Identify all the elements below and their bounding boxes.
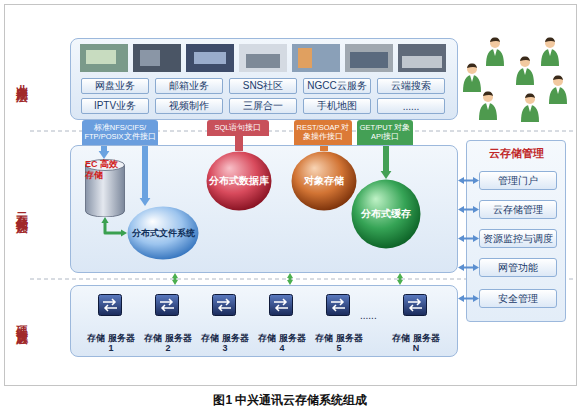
node-text: SQL语句接口 xyxy=(214,124,261,133)
service-button: 三屏合一 xyxy=(229,98,297,114)
service-button: SNS社区 xyxy=(229,78,297,94)
component-sphere: 分布式缓存 xyxy=(351,179,421,249)
arrow-head xyxy=(458,295,464,302)
user-group xyxy=(463,37,567,122)
server-node: 存储 服务器N xyxy=(391,293,441,353)
node-text: ...... xyxy=(403,101,420,112)
management-item: 安全管理 xyxy=(479,289,557,308)
server-node: 存储 服务器3 xyxy=(200,293,250,353)
sphere-body xyxy=(207,152,272,211)
node-text: 云存储管理 xyxy=(493,203,543,217)
component-sphere: 分布式数据库 xyxy=(206,151,272,211)
user-icon xyxy=(549,75,567,104)
node-text: 手机地图 xyxy=(317,99,357,113)
node-text: 视频制作 xyxy=(169,99,209,113)
panel-heading: 云存储管理 xyxy=(467,146,565,161)
server-node: 存储 服务器1 xyxy=(86,293,136,353)
sphere-body xyxy=(128,207,199,260)
node-text: 分布式文件系统 xyxy=(132,228,195,238)
service-button: 邮箱业务 xyxy=(155,78,223,94)
interface-tab: SQL语句接口 xyxy=(207,120,269,136)
component-sphere: 对象存储 xyxy=(291,151,357,211)
server-node: 存储 服务器4 xyxy=(257,293,307,353)
service-button: NGCC云服务 xyxy=(303,78,371,94)
arrow-head xyxy=(458,206,464,213)
node-text: EC 高效存储 xyxy=(85,159,125,181)
node-text: IPTV业务 xyxy=(94,99,136,113)
service-button: 网盘业务 xyxy=(81,78,149,94)
arrow-head xyxy=(287,273,293,278)
storage-cylinder: EC 高效存储 xyxy=(85,159,125,217)
node-text: 分布式缓存 xyxy=(361,209,411,220)
sphere-body xyxy=(292,152,357,211)
interface-tab: REST/SOAP 对象操作接口 xyxy=(294,120,352,146)
node-text: SNS社区 xyxy=(243,79,284,93)
user-icon xyxy=(463,63,481,92)
connector-line xyxy=(174,277,177,281)
node-text: GET/PUT 对象API接口 xyxy=(357,124,413,141)
node-text: 标准NFS/CIFS/ FTP/POSIX文件接口 xyxy=(82,124,158,141)
node-text: 存储 服务器2 xyxy=(143,333,193,353)
service-button: 手机地图 xyxy=(303,98,371,114)
interface-tab: 标准NFS/CIFS/ FTP/POSIX文件接口 xyxy=(82,120,158,146)
node-text: 存储 服务器5 xyxy=(314,333,364,353)
node-text: 资源监控与调度 xyxy=(483,232,553,246)
arrow-head xyxy=(458,235,464,242)
node-text: 云端搜索 xyxy=(391,79,431,93)
arrow-head xyxy=(397,273,403,278)
layer-label: 业务应用层 xyxy=(13,74,30,84)
component-disc: 分布式文件系统 xyxy=(127,206,199,260)
service-button: 视频制作 xyxy=(155,98,223,114)
node-text: 三屏合一 xyxy=(243,99,283,113)
layer-label: 硬件资源层 xyxy=(13,316,30,326)
arrow-head xyxy=(458,177,464,184)
management-item: 云存储管理 xyxy=(479,200,557,219)
sphere-body xyxy=(352,180,421,249)
outer-frame xyxy=(5,5,577,386)
node-text: 对象存储 xyxy=(304,176,344,187)
interface-tab: GET/PUT 对象API接口 xyxy=(357,120,413,146)
node-text: 存储 服务器1 xyxy=(86,333,136,353)
figure-caption: 图1 中兴通讯云存储系统组成 xyxy=(0,392,581,409)
node-text: NGCC云服务 xyxy=(307,79,366,93)
arrow-head xyxy=(172,273,178,278)
user-icon xyxy=(479,91,497,120)
management-item: 网管功能 xyxy=(479,258,557,277)
node-text: 存储 服务器4 xyxy=(257,333,307,353)
node-text: 网盘业务 xyxy=(95,79,135,93)
service-button: ...... xyxy=(377,98,445,114)
service-button: 云端搜索 xyxy=(377,78,445,94)
node-text: 网管功能 xyxy=(498,261,538,275)
node-text: 存储 服务器N xyxy=(391,333,441,353)
node-text: 安全管理 xyxy=(498,292,538,306)
service-button: IPTV业务 xyxy=(81,98,149,114)
user-icon xyxy=(521,93,539,122)
management-panel: 云存储管理管理门户云存储管理资源监控与调度网管功能安全管理 xyxy=(466,140,566,322)
user-icon xyxy=(541,37,559,66)
user-icon xyxy=(486,37,504,66)
layer-band: 业务应用层网盘业务邮箱业务SNS社区NGCC云服务云端搜索IPTV业务视频制作三… xyxy=(70,38,458,120)
user-icon xyxy=(516,56,534,85)
server-node: 存储 服务器5 xyxy=(314,293,364,353)
arrow-head xyxy=(458,264,464,271)
connector-line xyxy=(399,277,402,281)
node-text: 邮箱业务 xyxy=(169,79,209,93)
node-text: 管理门户 xyxy=(498,174,538,188)
layer-band: 硬件资源层存储 服务器1存储 服务器2存储 服务器3存储 服务器4存储 服务器5… xyxy=(70,285,458,357)
node-text: 分布式数据库 xyxy=(209,176,269,187)
server-node: 存储 服务器2 xyxy=(143,293,193,353)
connector-line xyxy=(289,277,292,281)
layer-band: 云存储软件层EC 高效存储分布式文件系统分布式数据库对象存储分布式缓存 xyxy=(70,145,458,273)
ellipsis-label: ...... xyxy=(360,310,377,321)
connector xyxy=(397,273,403,285)
layer-label: 云存储软件层 xyxy=(13,203,30,215)
management-item: 管理门户 xyxy=(479,171,557,190)
node-text: REST/SOAP 对象操作接口 xyxy=(294,124,352,141)
connector xyxy=(172,273,178,285)
node-text: 存储 服务器3 xyxy=(200,333,250,353)
connector xyxy=(287,273,293,285)
management-item: 资源监控与调度 xyxy=(479,229,557,248)
